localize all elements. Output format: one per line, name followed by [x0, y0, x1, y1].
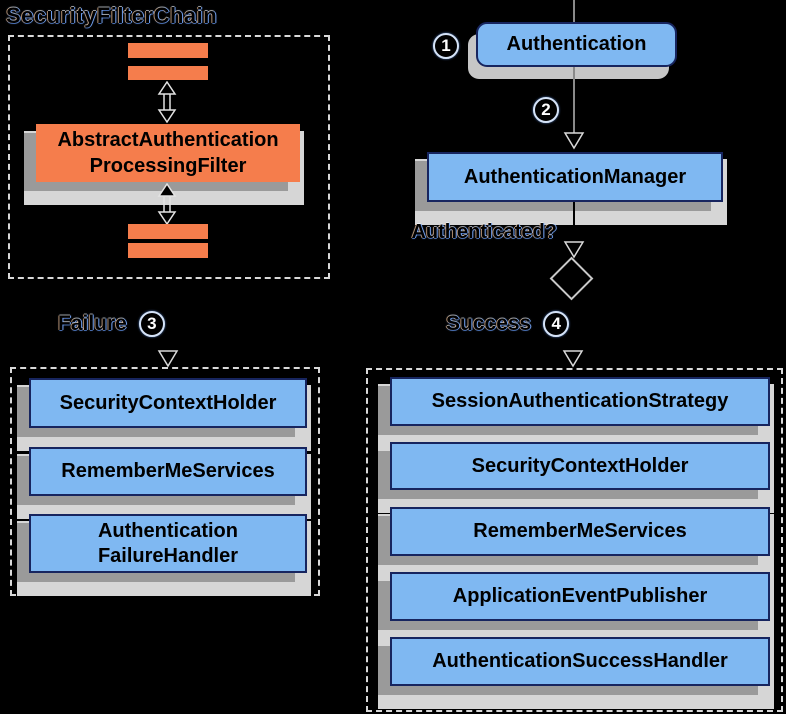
- failure-handler-box: RememberMeServices: [29, 447, 307, 496]
- filter-bar-bottom-2: [128, 243, 208, 258]
- flow-line-auth-to-manager: [573, 67, 575, 133]
- failure-handler-box: Authentication FailureHandler: [29, 514, 307, 573]
- arrowhead-down-icon: [563, 132, 585, 150]
- arrowhead-down-icon: [157, 350, 179, 368]
- arrowhead-down-icon: [563, 241, 585, 259]
- failure-label: Failure: [58, 312, 127, 335]
- abstract-authentication-processing-filter-box: AbstractAuthentication ProcessingFilter: [36, 124, 300, 182]
- authentication-box: Authentication: [476, 22, 677, 67]
- step-3-badge: 3: [138, 311, 165, 337]
- security-filter-chain-title: SecurityFilterChain: [6, 3, 218, 28]
- flow-line-top: [573, 0, 575, 22]
- double-arrow-icon: [157, 81, 177, 123]
- step-1-badge: 1: [433, 33, 459, 59]
- success-label: Success: [446, 312, 532, 335]
- double-arrow-icon: [157, 183, 177, 225]
- arrowhead-down-icon: [562, 350, 584, 368]
- filter-bar-bottom-1: [128, 224, 208, 239]
- step-2-badge: 2: [533, 97, 559, 123]
- authenticated-question-label: Authenticated?: [411, 221, 557, 243]
- flow-line-manager-to-decision: [573, 202, 575, 242]
- failure-handlers-container: [10, 367, 320, 596]
- success-handler-box: ApplicationEventPublisher: [390, 572, 770, 621]
- security-filter-chain-container: [8, 35, 330, 279]
- success-label-row: Success 4: [446, 311, 570, 337]
- success-handler-box: SessionAuthenticationStrategy: [390, 377, 770, 426]
- success-handler-box: RememberMeServices: [390, 507, 770, 556]
- step-4-badge: 4: [543, 311, 570, 337]
- success-handler-box: SecurityContextHolder: [390, 442, 770, 490]
- failure-handler-box: SecurityContextHolder: [29, 378, 307, 428]
- filter-bar-top-2: [128, 66, 208, 80]
- failure-label-row: Failure 3: [58, 311, 165, 337]
- filter-bar-top-1: [128, 43, 208, 58]
- decision-diamond: [549, 256, 594, 301]
- success-handlers-container: [366, 368, 783, 712]
- success-handler-box: AuthenticationSuccessHandler: [390, 637, 770, 686]
- authentication-manager-box: AuthenticationManager: [427, 152, 723, 202]
